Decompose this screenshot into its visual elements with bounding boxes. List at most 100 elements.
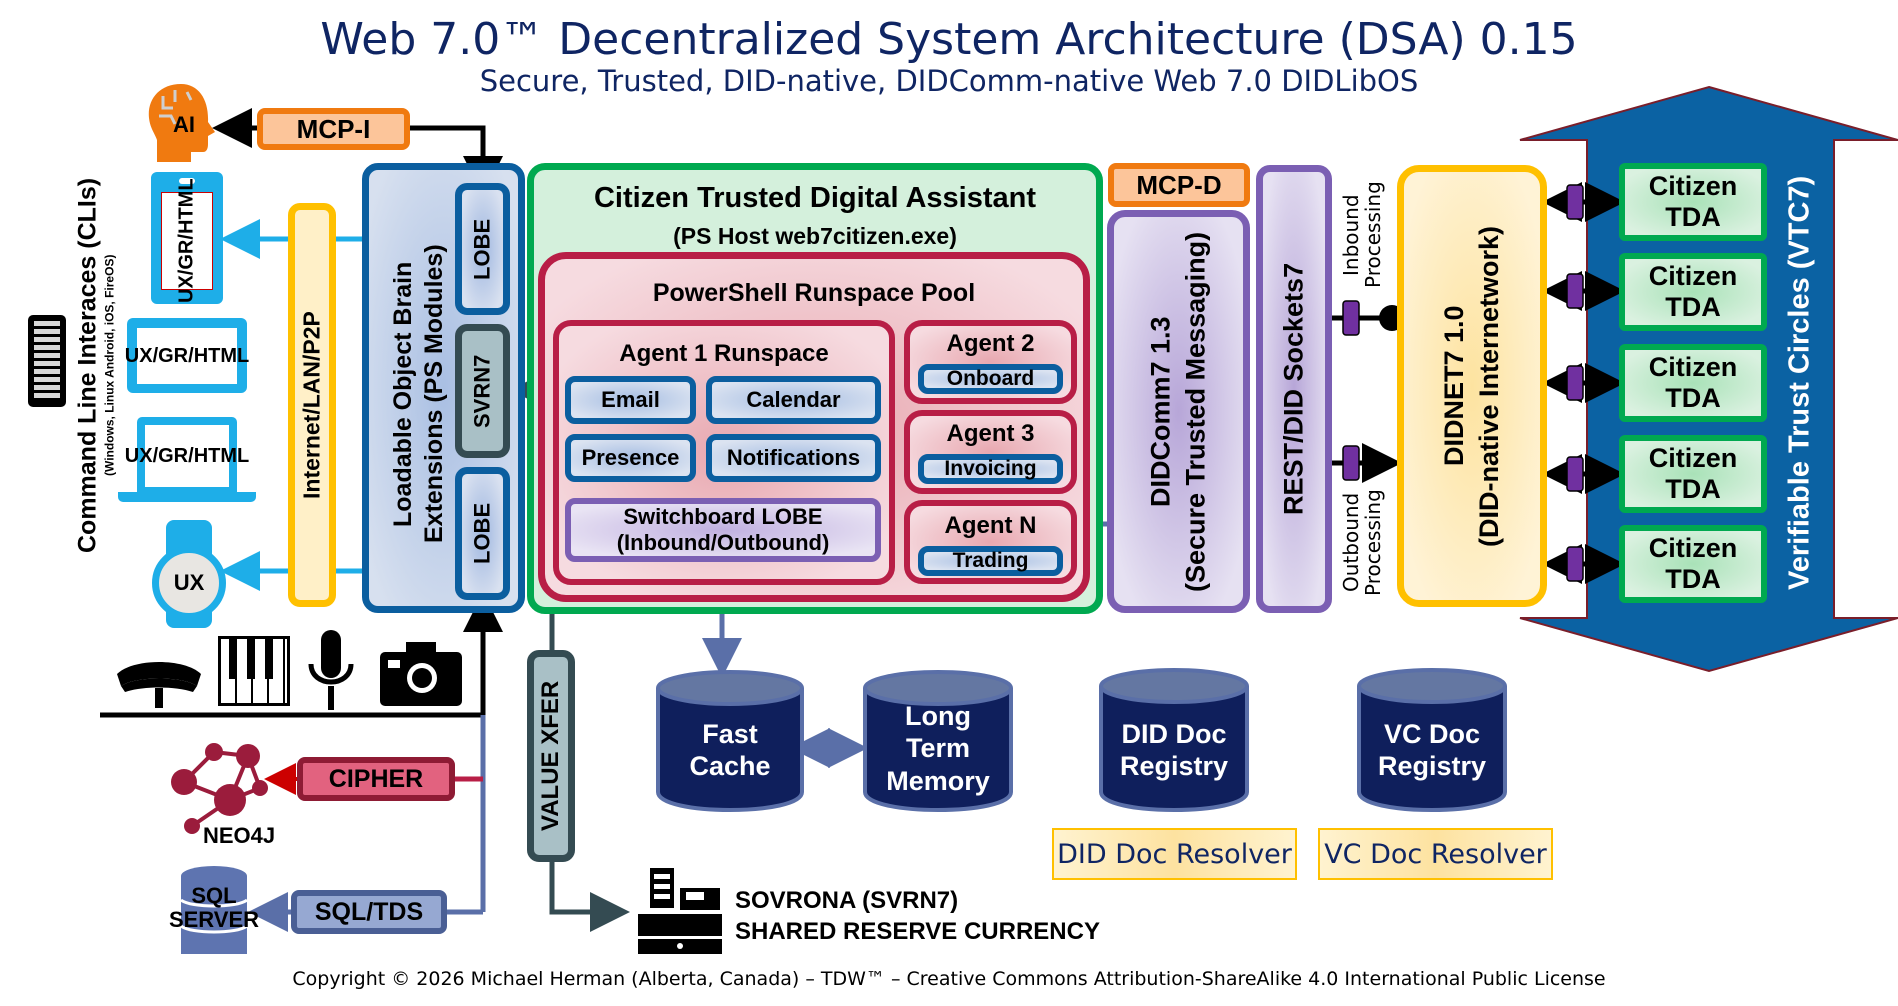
fast-cache-line1: Fast xyxy=(702,719,758,749)
didcomm-panel: DIDComm7 1.3 (Secure Trusted Messaging) xyxy=(1107,210,1250,613)
diagram-subtitle: Secure, Trusted, DID-native, DIDComm-nat… xyxy=(479,64,1419,98)
presence-tile[interactable]: Presence xyxy=(565,434,696,482)
tda-member-line2: TDA xyxy=(1665,292,1721,322)
citizen-tda-title: Citizen Trusted Digital Assistant xyxy=(593,182,1037,214)
mcp-d-box[interactable]: MCP-D xyxy=(1108,163,1250,207)
vtc-connector xyxy=(1542,363,1625,403)
ltm-line1: Long xyxy=(905,701,971,731)
lobe-bottom-box[interactable]: LOBE xyxy=(455,467,510,600)
agentn-box[interactable]: Agent N Trading xyxy=(904,500,1077,584)
did-registry-line2: Registry xyxy=(1119,751,1229,782)
calendar-tile[interactable]: Calendar xyxy=(706,376,881,424)
agent2-box[interactable]: Agent 2 Onboard xyxy=(904,320,1077,404)
inbound-line2: Processing xyxy=(1361,181,1385,289)
email-tile[interactable]: Email xyxy=(565,376,696,424)
vc-doc-resolver[interactable]: VC Doc Resolver xyxy=(1318,828,1553,880)
sovrona-label: SOVRONA (SVRN7) SHARED RESERVE CURRENCY xyxy=(735,885,1100,947)
value-xfer-box[interactable]: VALUE XFER xyxy=(527,650,575,862)
ltm-line3: Memory xyxy=(886,765,990,796)
agent3-role: Invoicing xyxy=(918,454,1063,484)
fast-cache-line2: Cache xyxy=(689,751,771,782)
neo4j-graph-icon xyxy=(170,742,270,842)
ai-head-icon: AI xyxy=(145,82,220,164)
value-xfer-to-sovrona-arrow xyxy=(549,892,630,932)
svrn7-box[interactable]: SVRN7 xyxy=(455,324,510,458)
agent2-title: Agent 2 xyxy=(946,330,1035,357)
watch-device[interactable]: UX xyxy=(152,546,226,620)
outbound-line2: Processing xyxy=(1361,489,1385,596)
didnet-line2: (DID-native Internetwork) xyxy=(1474,225,1504,547)
agentn-role: Trading xyxy=(918,546,1063,576)
did-doc-resolver[interactable]: DID Doc Resolver xyxy=(1052,828,1297,880)
copyright-footer: Copyright © 2026 Michael Herman (Alberta… xyxy=(292,968,1606,990)
tablet-screen-label: UX/GR/HTML xyxy=(125,328,249,384)
outbound-line1: Outbound xyxy=(1339,492,1363,593)
cylinder-icon xyxy=(863,670,1013,812)
didnet-line1: DIDNET7 1.0 xyxy=(1438,305,1469,467)
sql-server-label: SQL SERVER xyxy=(168,883,260,933)
sovrona-line2: SHARED RESERVE CURRENCY xyxy=(735,918,1100,946)
cylinder-icon xyxy=(1099,668,1249,812)
sql-server-line1: SQL xyxy=(191,883,237,908)
tda-member-line2: TDA xyxy=(1665,474,1721,504)
runspace-pool-title: PowerShell Runspace Pool xyxy=(652,279,976,307)
ai-label: AI xyxy=(173,112,195,137)
phone-screen-label: UX/GR/HTML xyxy=(161,179,213,303)
vtc-connectors xyxy=(1542,182,1625,584)
phone-device[interactable]: UX/GR/HTML xyxy=(151,172,223,304)
citizen-tda-subtitle: (PS Host web7citizen.exe) xyxy=(673,223,957,249)
vtc-label: Verifiable Trust Circles (VTC7) xyxy=(1783,175,1816,590)
cylinder-icon xyxy=(1357,668,1507,812)
sql-server-icon xyxy=(180,866,248,954)
laptop-device[interactable]: UX/GR/HTML xyxy=(125,417,249,495)
cylinder-icon xyxy=(656,670,804,812)
laptop-screen-label: UX/GR/HTML xyxy=(125,425,249,487)
agent3-box[interactable]: Agent 3 Invoicing xyxy=(904,410,1077,494)
didcomm-line2: (Secure Trusted Messaging) xyxy=(1180,231,1211,592)
vtc-connector xyxy=(1542,271,1625,311)
headset-icon xyxy=(113,652,205,708)
vtc-connector xyxy=(1542,454,1625,494)
vc-registry-line1: VC Doc xyxy=(1383,719,1481,749)
ltm-line2: Term xyxy=(905,733,971,764)
did-registry-line1: DID Doc xyxy=(1121,719,1227,749)
cli-label: Command Line Interaces (CLIs) (Windows, … xyxy=(65,175,125,555)
vtc-connector xyxy=(1542,182,1625,222)
sql-tds-box[interactable]: SQL/TDS xyxy=(291,890,447,934)
switchboard-lobe-box[interactable]: Switchboard LOBE (Inbound/Outbound) xyxy=(565,498,881,562)
inbound-filter-block xyxy=(1342,300,1360,336)
lobe-panel-title-line1: Loadable Object Brain xyxy=(388,261,417,527)
internet-lan-p2p-bar: Internet/LAN/P2P xyxy=(288,203,336,607)
tda-member-line2: TDA xyxy=(1665,564,1721,594)
lobe-panel-title: Loadable Object Brain Extensions (PS Mod… xyxy=(379,184,459,604)
tda-member-line1: Citizen xyxy=(1648,170,1738,201)
cipher-box[interactable]: CIPHER xyxy=(297,757,455,801)
mcp-i-box[interactable]: MCP-I xyxy=(257,108,410,150)
rest-did-sockets-panel: REST/DID Sockets7 xyxy=(1256,165,1332,613)
didnet7-panel: DIDNET7 1.0 (DID-native Internetwork) xyxy=(1397,165,1547,607)
cli-title: Command Line Interaces (CLIs) xyxy=(73,177,102,553)
lobe-top-box[interactable]: LOBE xyxy=(455,183,510,315)
piano-keyboard-icon xyxy=(218,636,290,706)
diagram-title: Web 7.0™ Decentralized System Architectu… xyxy=(320,14,1578,65)
agent2-role: Onboard xyxy=(918,364,1063,394)
tablet-device[interactable]: UX/GR/HTML xyxy=(125,318,249,393)
notifications-tile[interactable]: Notifications xyxy=(706,434,881,482)
sql-server-line2: SERVER xyxy=(168,907,260,933)
cash-register-icon xyxy=(636,866,724,958)
switchboard-line2: (Inbound/Outbound) xyxy=(616,530,830,555)
switchboard-line1: Switchboard LOBE xyxy=(623,503,823,529)
